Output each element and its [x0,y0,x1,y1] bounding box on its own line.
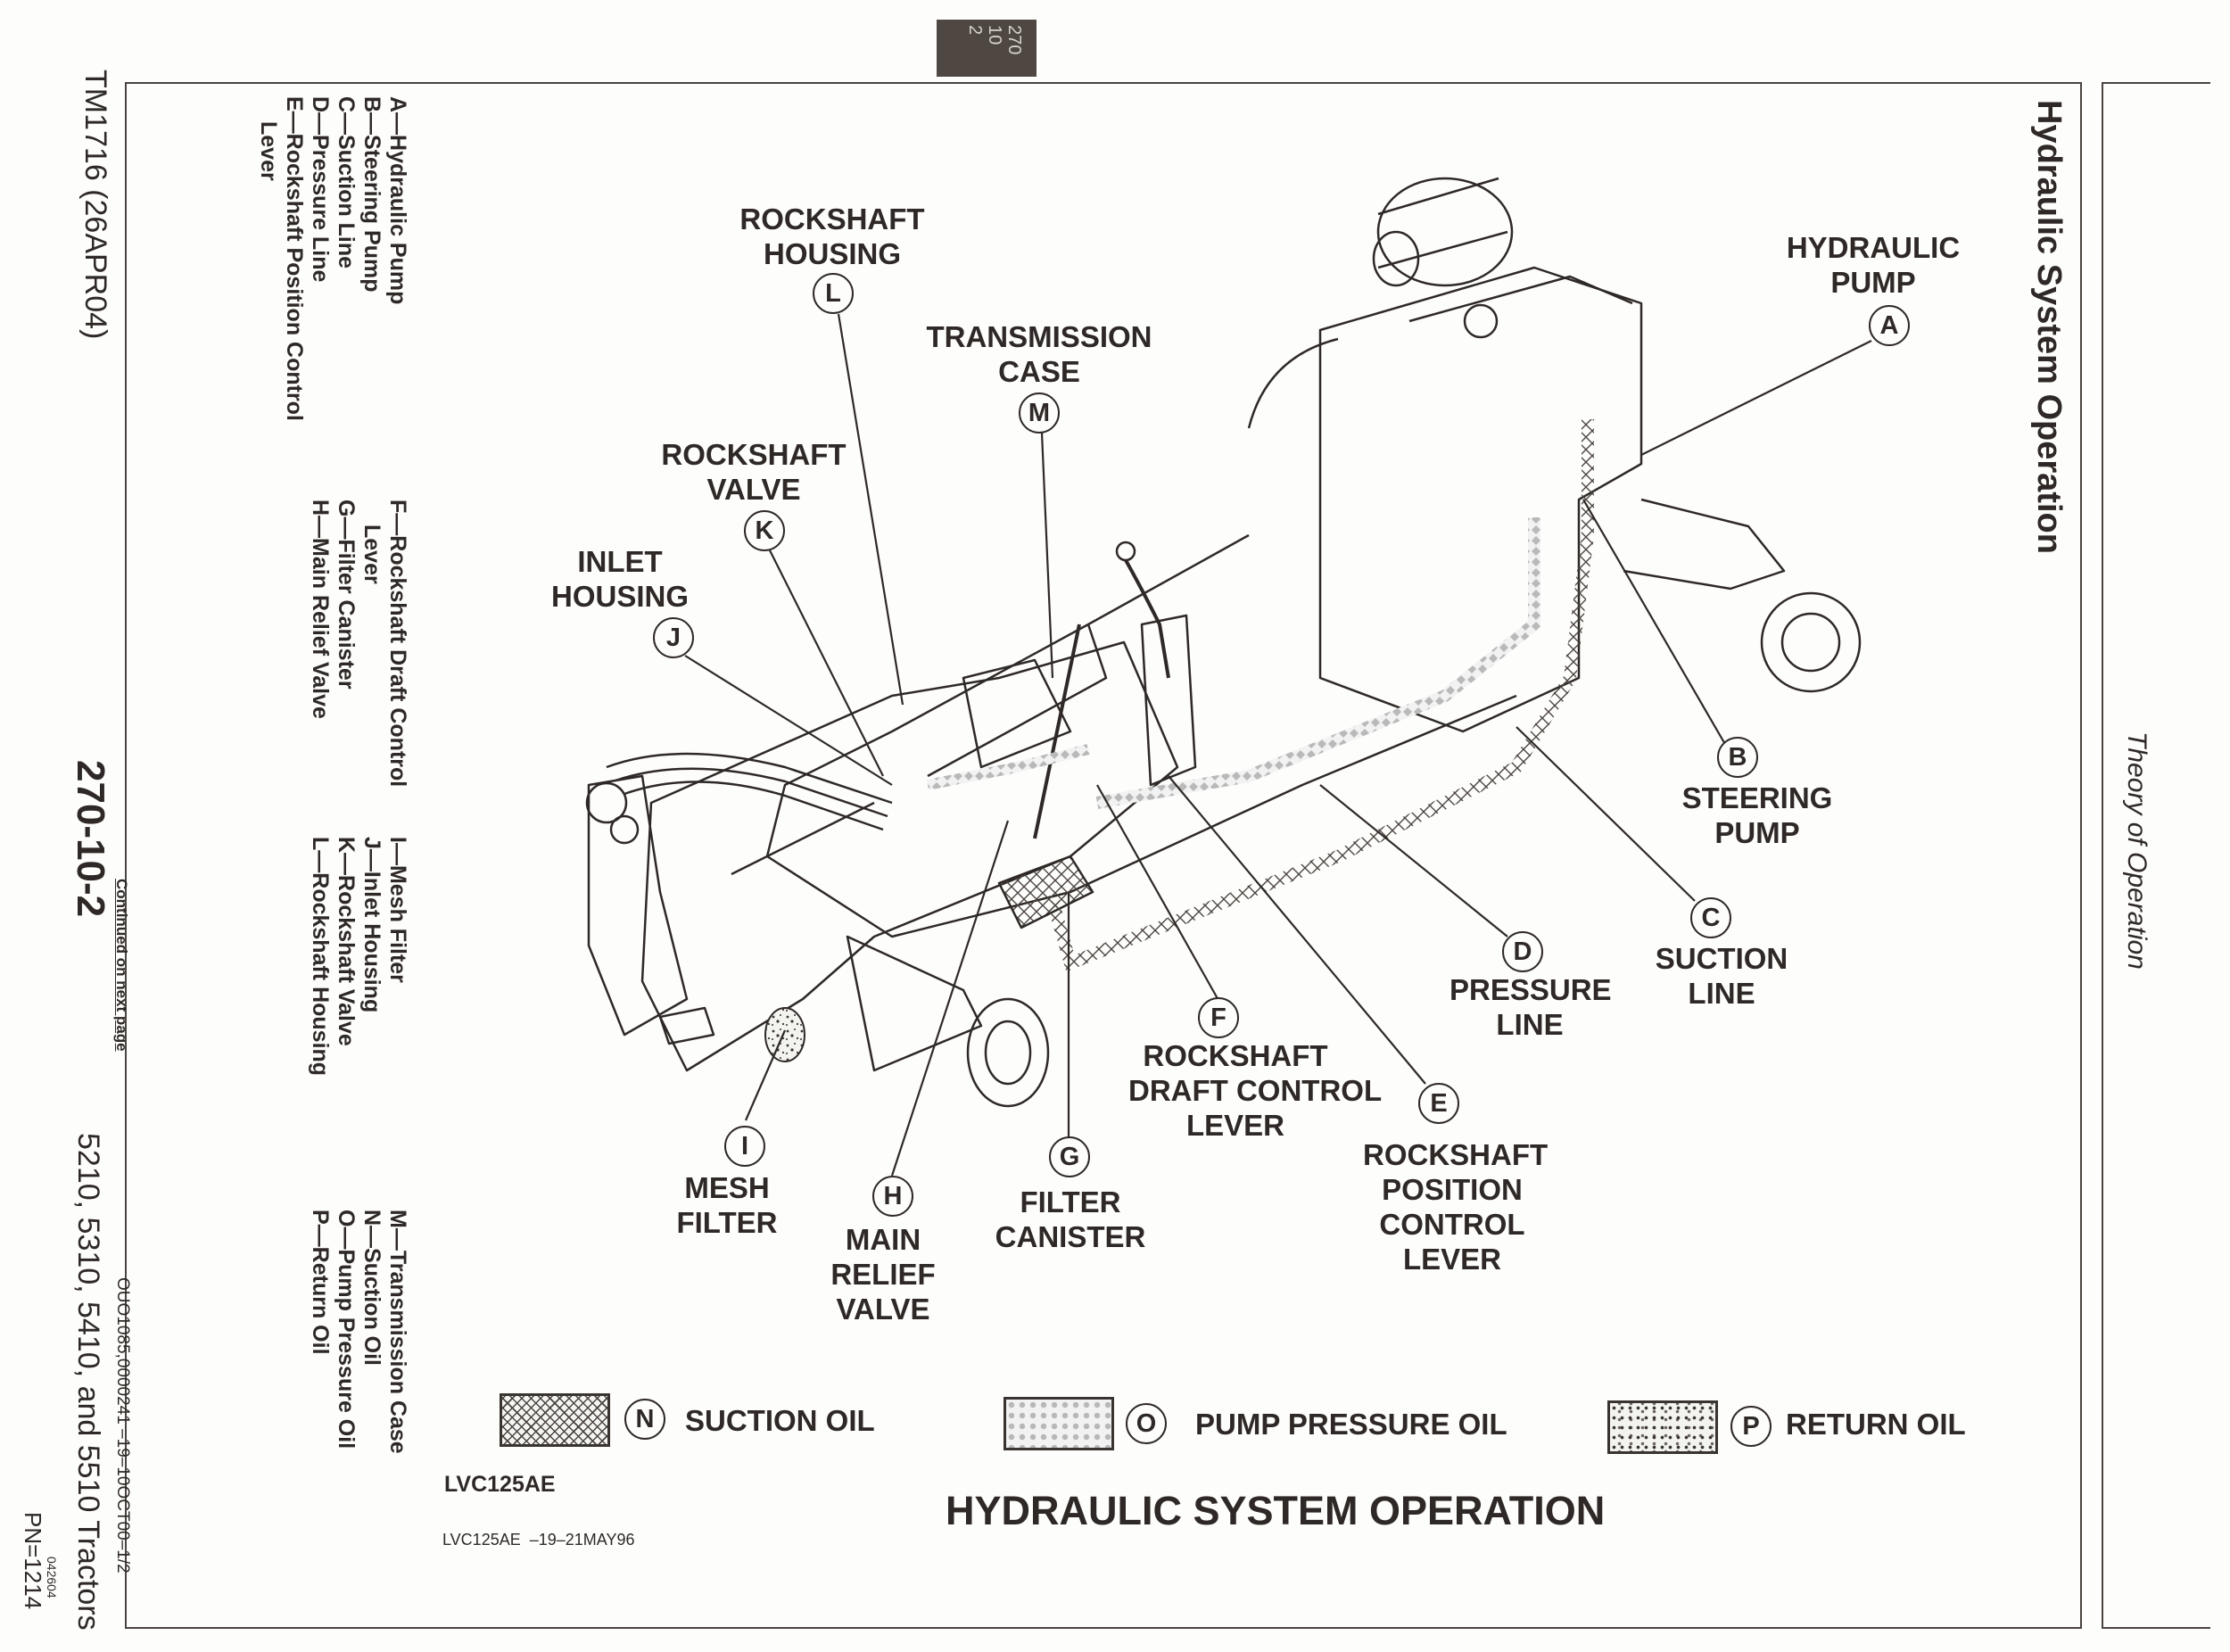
callout-marker-a: A [1869,305,1910,346]
mesh-filter [764,1007,805,1062]
pto-shaft [658,1006,715,1045]
callout-label-filter-canister: FILTER CANISTER [990,1185,1151,1254]
callout-marker-j: J [653,617,694,658]
section-tab: 270 10 2 [937,20,1037,77]
label-line: ROCKSHAFT [1363,1138,1549,1171]
label-line: LEVER [1402,1243,1502,1276]
filter-canister [997,855,1094,929]
front-hub [1760,591,1862,693]
label-line: HOUSING [550,580,689,613]
content-frame [125,82,2082,1629]
label-line: CANISTER [995,1220,1146,1253]
legend-label-return-oil: RETURN OIL [1786,1408,1966,1441]
rockshaft-housing [640,640,1179,1072]
label-line: CONTROL [1379,1208,1525,1241]
label-line: CASE [998,355,1080,388]
callout-label-pressure-line: PRESSURE LINE [1450,972,1612,1042]
label-line: PUMP [1830,266,1916,299]
callout-marker-d: D [1502,931,1543,972]
legend-marker-o: O [1126,1403,1167,1444]
draft-control-lever [1033,624,1081,839]
legend-marker-p: P [1730,1406,1772,1447]
callout-marker-i: I [724,1126,765,1167]
label-line: HOUSING [763,237,901,270]
callout-marker-m: M [1019,392,1060,434]
legend-label-suction-oil: SUCTION OIL [685,1404,875,1437]
label-line: STEERING [1681,781,1833,814]
leader-lines [684,313,1872,1177]
callout-label-hydraulic-pump: HYDRAULIC PUMP [1780,230,1967,300]
legend-swatch-pump-pressure-oil [1004,1397,1114,1450]
frame-rail [765,533,1517,938]
legend-label-pump-pressure-oil: PUMP PRESSURE OIL [1195,1408,1507,1441]
callout-label-rockshaft-valve: ROCKSHAFT VALVE [660,437,847,507]
figure-code: LVC125AE [444,1472,556,1497]
label-line: FILTER [676,1206,778,1239]
section-frame [2102,82,2210,1629]
engine-block [1318,266,1643,733]
callout-label-main-relief-valve: MAIN RELIEF VALVE [821,1222,946,1326]
label-line: RELIEF [830,1258,936,1291]
label-line: POSITION [1382,1173,1523,1206]
label-line: LINE [1688,977,1755,1010]
label-line: FILTER [1020,1185,1121,1218]
label-line: MAIN [845,1223,921,1256]
label-line: ROCKSHAFT [1143,1039,1328,1072]
callout-marker-k: K [744,510,785,551]
label-line: ROCKSHAFT [661,438,847,471]
pressure-line-route [1095,517,1540,809]
legend-swatch-suction-oil [500,1393,610,1447]
label-line: VALVE [836,1293,930,1326]
callout-marker-b: B [1717,737,1758,778]
label-line: DRAFT CONTROL [1128,1074,1383,1107]
label-line: SUCTION [1655,942,1788,975]
rear-axle-flange [966,997,1050,1108]
air-cleaner [1376,177,1514,287]
label-line: ROCKSHAFT [739,202,925,235]
callout-label-steering-pump: STEERING PUMP [1681,781,1833,850]
position-control-lever [1124,559,1170,679]
figure-code-date: LVC125AE –19–21MAY96 [442,1531,635,1549]
label-line: TRANSMISSION [926,320,1152,353]
callout-label-suction-line: SUCTION LINE [1655,941,1788,1011]
label-line: HYDRAULIC [1786,231,1961,264]
label-line: PRESSURE [1450,973,1612,1006]
label-line: VALVE [706,473,801,506]
suction-line-route [1046,419,1594,972]
label-line: PUMP [1714,816,1800,849]
label-line: LINE [1496,1008,1564,1041]
callout-label-mesh-filter: MESH FILTER [673,1170,780,1240]
callout-marker-h: H [872,1176,913,1217]
callout-label-rockshaft-housing: ROCKSHAFT HOUSING [739,202,926,271]
callout-label-draft-control-lever: ROCKSHAFT DRAFT CONTROL LEVER [1128,1038,1383,1143]
legend-swatch-return-oil [1607,1400,1718,1454]
figure-caption: HYDRAULIC SYSTEM OPERATION [946,1488,1606,1533]
legend-marker-n: N [624,1399,665,1440]
callout-marker-c: C [1690,897,1731,938]
callout-label-transmission-case: TRANSMISSION CASE [923,319,1155,389]
callout-marker-e: E [1418,1083,1459,1124]
callout-marker-f: F [1198,997,1239,1038]
callout-label-inlet-housing: INLET HOUSING [544,544,696,614]
label-line: INLET [577,545,663,578]
callout-label-position-control-lever: ROCKSHAFT POSITION CONTROL LEVER [1363,1137,1549,1276]
label-line: LEVER [1185,1109,1285,1142]
callout-marker-g: G [1049,1136,1090,1177]
callout-marker-l: L [813,273,854,314]
label-line: MESH [684,1171,770,1204]
